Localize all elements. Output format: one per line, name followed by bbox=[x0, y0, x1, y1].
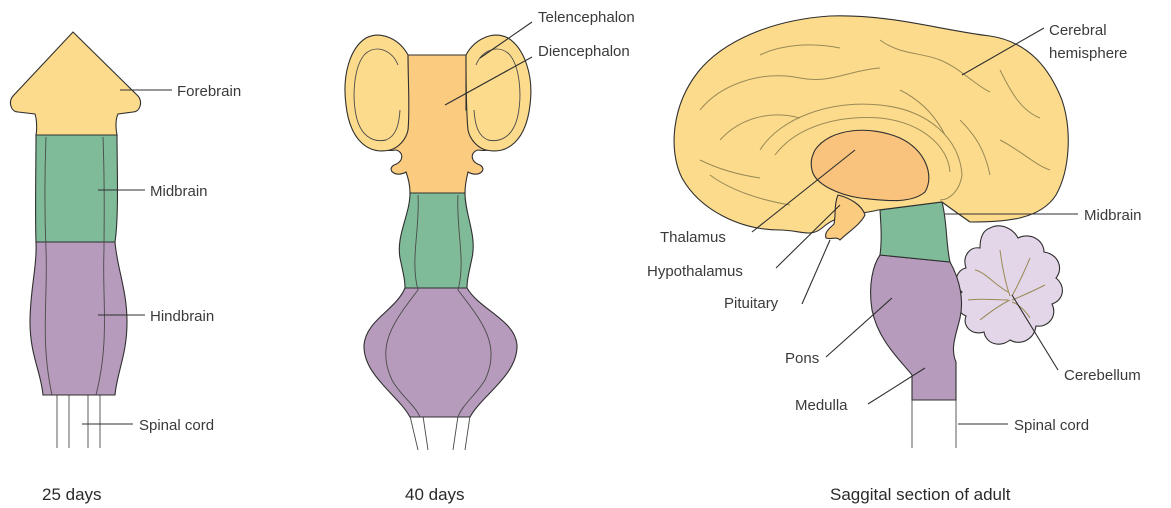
label-diencephalon: Diencephalon bbox=[538, 43, 630, 60]
forebrain-25 bbox=[11, 32, 141, 135]
pons-medulla bbox=[871, 255, 962, 400]
hindbrain-40 bbox=[364, 288, 517, 417]
caption-40-days: 40 days bbox=[405, 485, 465, 504]
label-spinal-cord-25: Spinal cord bbox=[139, 417, 214, 434]
label-pituitary: Pituitary bbox=[724, 295, 779, 312]
label-midbrain-25: Midbrain bbox=[150, 183, 208, 200]
spinal-cord-25 bbox=[57, 393, 100, 448]
label-forebrain: Forebrain bbox=[177, 83, 241, 100]
label-hindbrain: Hindbrain bbox=[150, 308, 214, 325]
spinal-cord-adult bbox=[912, 400, 956, 448]
label-pons: Pons bbox=[785, 350, 819, 367]
label-telencephalon: Telencephalon bbox=[538, 9, 635, 26]
cerebellum bbox=[956, 226, 1062, 344]
caption-25-days: 25 days bbox=[42, 485, 102, 504]
caption-adult: Saggital section of adult bbox=[830, 485, 1011, 504]
label-thalamus: Thalamus bbox=[660, 229, 726, 246]
adult-sagittal-section: Cerebral hemisphere Midbrain Thalamus Hy… bbox=[647, 16, 1142, 504]
midbrain-40 bbox=[399, 193, 473, 288]
label-midbrain-adult: Midbrain bbox=[1084, 207, 1142, 224]
label-cerebellum: Cerebellum bbox=[1064, 367, 1141, 384]
embryo-25-days: Forebrain Midbrain Hindbrain Spinal cord… bbox=[11, 32, 242, 504]
label-hypothalamus: Hypothalamus bbox=[647, 263, 743, 280]
midbrain-adult bbox=[880, 202, 950, 262]
telencephalon-left bbox=[345, 35, 409, 151]
label-cerebral-line2: hemisphere bbox=[1049, 45, 1127, 62]
embryo-40-days: Telencephalon Diencephalon 40 days bbox=[345, 9, 635, 504]
label-spinal-cord-adult: Spinal cord bbox=[1014, 417, 1089, 434]
spinal-cord-40 bbox=[410, 416, 470, 450]
midbrain-25 bbox=[36, 135, 118, 242]
telencephalon-right bbox=[466, 35, 531, 151]
label-medulla: Medulla bbox=[795, 397, 848, 414]
label-cerebral-line1: Cerebral bbox=[1049, 22, 1107, 39]
hindbrain-25 bbox=[30, 242, 127, 395]
